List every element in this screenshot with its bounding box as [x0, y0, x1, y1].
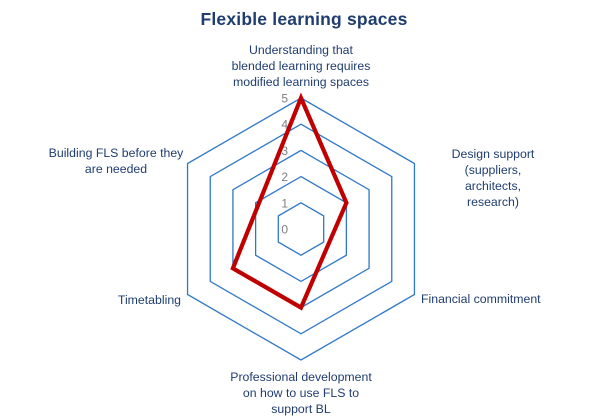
grid-ring-5 — [186, 97, 416, 361]
axis-label-professional-development: Professional development on how to use F… — [230, 370, 372, 416]
axis-label-understanding: Understanding that blended learning requ… — [231, 43, 371, 89]
grid-ring-3 — [232, 149, 370, 309]
series-polygon-0 — [230, 92, 349, 311]
tick-label-1: 1 — [281, 196, 288, 210]
grid-ring-4 — [209, 123, 393, 335]
tick-label-2: 2 — [281, 170, 288, 184]
tick-label-3: 3 — [281, 144, 288, 158]
chart-title: Flexible learning spaces — [200, 9, 408, 29]
axis-label-timetabling: Timetabling — [117, 293, 181, 307]
axis-label-building-fls: Building FLS before they are needed — [48, 146, 184, 176]
tick-label-5: 5 — [281, 92, 288, 106]
tick-label-0: 0 — [281, 223, 288, 237]
grid-ring-1 — [277, 202, 325, 256]
axis-label-financial-commitment: Financial commitment — [421, 292, 541, 306]
axis-label-design-support: Design support (suppliers, architects, r… — [451, 147, 535, 209]
tick-label-4: 4 — [281, 118, 288, 132]
